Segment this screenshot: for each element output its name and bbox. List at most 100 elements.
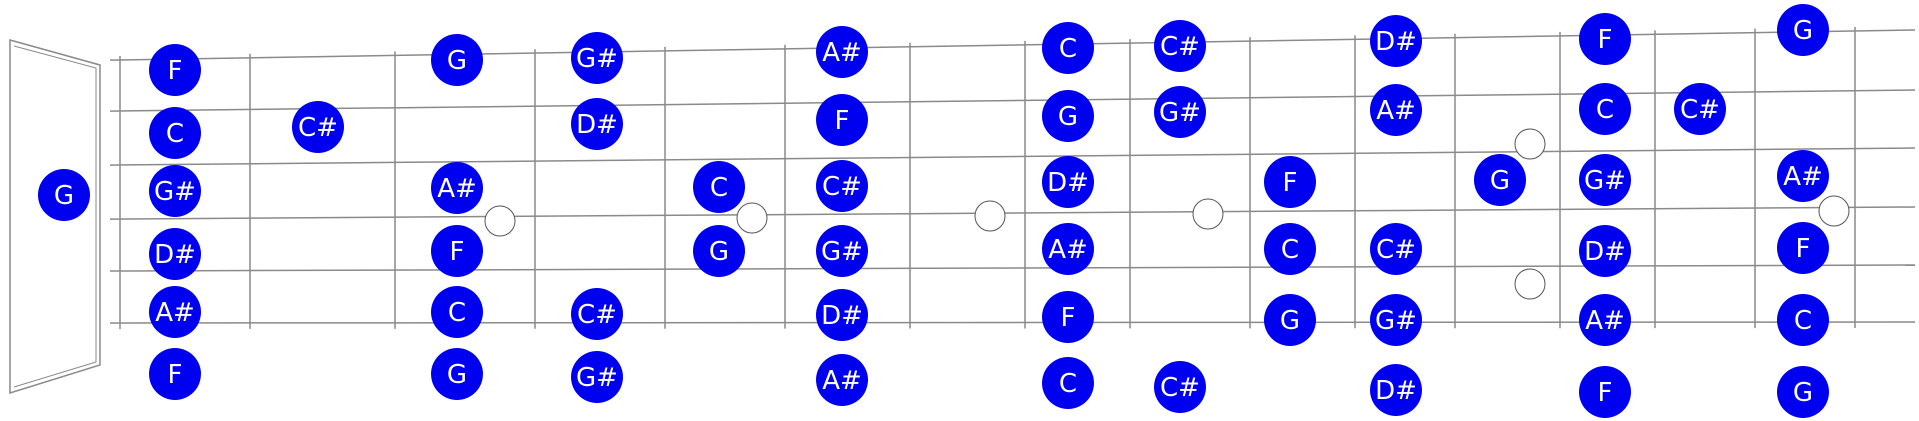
note-label: C (166, 119, 184, 149)
note-label: F (1061, 303, 1076, 333)
note-circle (1777, 150, 1829, 202)
note-dot: C (1264, 223, 1316, 275)
note-dot: D# (571, 98, 623, 150)
note-circle (1370, 294, 1422, 346)
note-dot: C# (816, 160, 868, 212)
fret-marker-dot (974, 200, 1006, 232)
note-dot: D# (1370, 15, 1422, 67)
note-dot: F (149, 348, 201, 400)
note-dot: F (431, 225, 483, 277)
note-circle (1042, 223, 1094, 275)
note-circle (1042, 291, 1094, 343)
note-dot: D# (1370, 364, 1422, 416)
note-circle (1777, 294, 1829, 346)
note-circle (816, 354, 868, 406)
note-dot: G# (1370, 294, 1422, 346)
note-circle (149, 348, 201, 400)
note-dot: A# (431, 162, 483, 214)
note-dot: C# (1154, 361, 1206, 413)
note-circle (431, 162, 483, 214)
note-circle (431, 286, 483, 338)
note-dot: A# (149, 286, 201, 338)
note-circle (816, 225, 868, 277)
note-circle (1042, 90, 1094, 142)
note-circle (431, 225, 483, 277)
note-label: G# (576, 44, 618, 74)
note-label: C (1281, 235, 1299, 265)
note-dot: D# (1042, 156, 1094, 208)
note-dot: G (1474, 154, 1526, 206)
note-dot: G# (1154, 86, 1206, 138)
note-circle (149, 228, 201, 280)
note-circle (816, 289, 868, 341)
note-label: F (450, 237, 465, 267)
note-dot: C# (1370, 223, 1422, 275)
note-dot: A# (1042, 223, 1094, 275)
note-circle (1777, 366, 1829, 418)
note-circle (1370, 84, 1422, 136)
note-label: F (1796, 234, 1811, 264)
note-label: C# (1160, 32, 1200, 62)
note-label: A# (155, 298, 195, 328)
note-label: A# (822, 366, 862, 396)
note-dot: C# (1154, 20, 1206, 72)
nut-inner-line (13, 45, 97, 388)
note-label: F (1598, 25, 1613, 55)
note-dot: F (1042, 291, 1094, 343)
note-circle (1777, 222, 1829, 274)
note-dot: G# (571, 351, 623, 403)
note-label: D# (1375, 376, 1417, 406)
note-circle (1042, 357, 1094, 409)
note-label: G (1793, 16, 1813, 46)
note-circle (1579, 83, 1631, 135)
string-line (109, 29, 1916, 61)
nut-outline (9, 39, 101, 395)
note-dot: G (431, 34, 483, 86)
note-label: C# (298, 113, 338, 143)
note-label: G# (1584, 166, 1626, 196)
note-dot: C (431, 286, 483, 338)
fret-marker-dot (1514, 268, 1546, 300)
string-line (109, 264, 1916, 272)
note-dot: C# (571, 288, 623, 340)
note-label: C# (1160, 373, 1200, 403)
note-label: D# (1584, 237, 1626, 267)
note-dot: G (1264, 294, 1316, 346)
note-dot: A# (816, 26, 868, 78)
note-circle (1474, 154, 1526, 206)
note-circle (149, 44, 201, 96)
note-dot: F (816, 94, 868, 146)
note-circle (1777, 4, 1829, 56)
fret-marker-dot (1514, 128, 1546, 160)
note-dot: G# (1579, 154, 1631, 206)
note-dot: G# (149, 165, 201, 217)
note-dot: F (1579, 366, 1631, 418)
note-circle (1579, 366, 1631, 418)
note-circle (1154, 361, 1206, 413)
note-label: F (1283, 168, 1298, 198)
note-dot: A# (1370, 84, 1422, 136)
note-dot: C (1777, 294, 1829, 346)
note-label: G (709, 237, 729, 267)
note-label: F (168, 360, 183, 390)
note-dot: A# (1579, 294, 1631, 346)
string-line (109, 206, 1916, 220)
note-label: C# (1680, 95, 1720, 125)
note-dot: G# (571, 32, 623, 84)
note-label: G# (821, 237, 863, 267)
note-circle (1264, 223, 1316, 275)
note-label: C# (822, 172, 862, 202)
note-circle (571, 351, 623, 403)
note-circle (1370, 223, 1422, 275)
note-label: A# (1376, 96, 1416, 126)
note-dot: C (1042, 22, 1094, 74)
note-circle (1370, 15, 1422, 67)
note-circle (1042, 22, 1094, 74)
note-circle (38, 169, 90, 221)
note-dot: A# (816, 354, 868, 406)
note-label: D# (1047, 168, 1089, 198)
note-dot: G (431, 348, 483, 400)
note-circle (1674, 83, 1726, 135)
note-label: G (447, 46, 467, 76)
note-label: G# (1159, 98, 1201, 128)
